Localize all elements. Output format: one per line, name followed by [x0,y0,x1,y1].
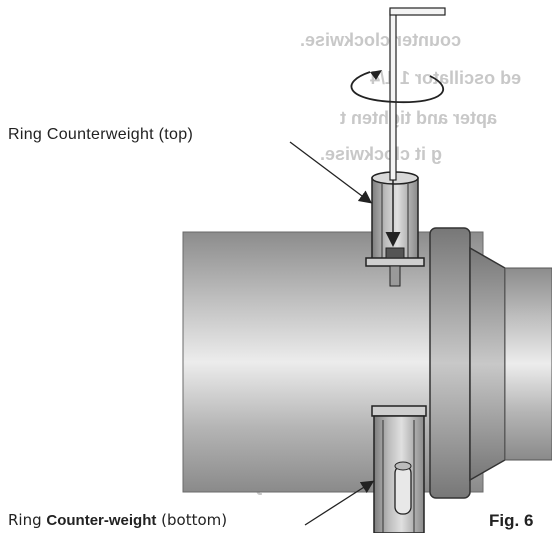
ring-counterweight-bottom [371,405,427,533]
leader-line-bottom [304,480,375,526]
label-ring-counterweight-top: Ring Counterweight (top) [8,126,194,143]
counter-clockwise-rotation-arrow-icon [350,70,444,103]
label-bottom-suffix: (bottom) [156,511,228,529]
label-bottom-bold: Counter-weight [46,512,157,529]
allen-key-icon [385,0,448,247]
label-bottom-prefix: Ring [8,511,47,529]
leader-line-top [289,141,373,204]
figure-label: Fig. 6 [489,511,534,530]
label-ring-counterweight-bottom: Ring Counter-weight (bottom) [8,511,227,529]
pipe-flange [429,227,552,499]
